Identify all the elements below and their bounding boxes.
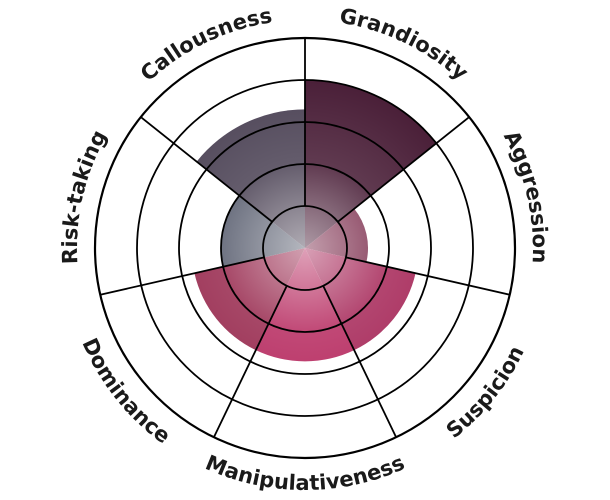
wedge-layer xyxy=(135,78,475,418)
label-aggression: Aggression xyxy=(499,127,552,264)
grid-spoke xyxy=(140,116,273,223)
grid-spoke xyxy=(100,256,265,296)
label-risk-taking: Risk-taking xyxy=(58,126,111,264)
label-dominance: Dominance xyxy=(78,334,175,448)
grid-spoke xyxy=(337,116,470,223)
wedge-highlight xyxy=(135,78,475,418)
grid-spoke xyxy=(213,285,288,438)
grid-layer xyxy=(93,36,517,460)
grid-spoke xyxy=(345,256,510,296)
grid-spoke xyxy=(322,285,397,438)
